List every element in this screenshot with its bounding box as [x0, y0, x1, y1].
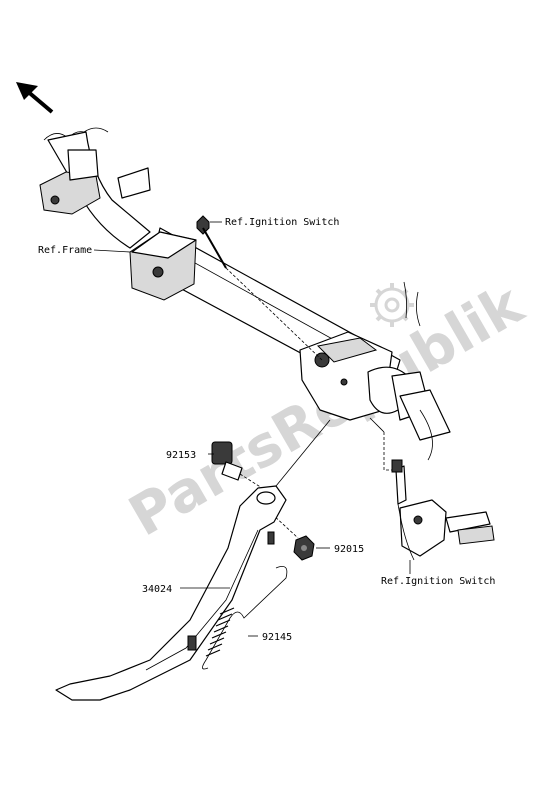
side-stand-34024 — [55, 419, 331, 701]
bolt-92153 — [211, 441, 263, 489]
callout-92015: 92015 — [334, 544, 364, 555]
ignition-switch — [369, 417, 495, 561]
frame — [39, 127, 451, 461]
nut-92015 — [271, 513, 315, 561]
callout-92145: 92145 — [262, 632, 292, 643]
callout-ref-ignition-switch-bottom: Ref.Ignition Switch — [381, 576, 495, 587]
gear-icon — [370, 283, 414, 327]
spring-92145 — [202, 565, 288, 670]
callout-leaders — [93, 221, 411, 637]
front-arrow-icon — [16, 82, 54, 114]
callout-92153: 92153 — [166, 450, 196, 461]
callout-ref-frame: Ref.Frame — [38, 245, 92, 256]
callout-34024: 34024 — [142, 584, 172, 595]
ignition-switch-bolt-top — [196, 215, 323, 361]
callout-ref-ignition-switch-top: Ref.Ignition Switch — [225, 217, 339, 228]
